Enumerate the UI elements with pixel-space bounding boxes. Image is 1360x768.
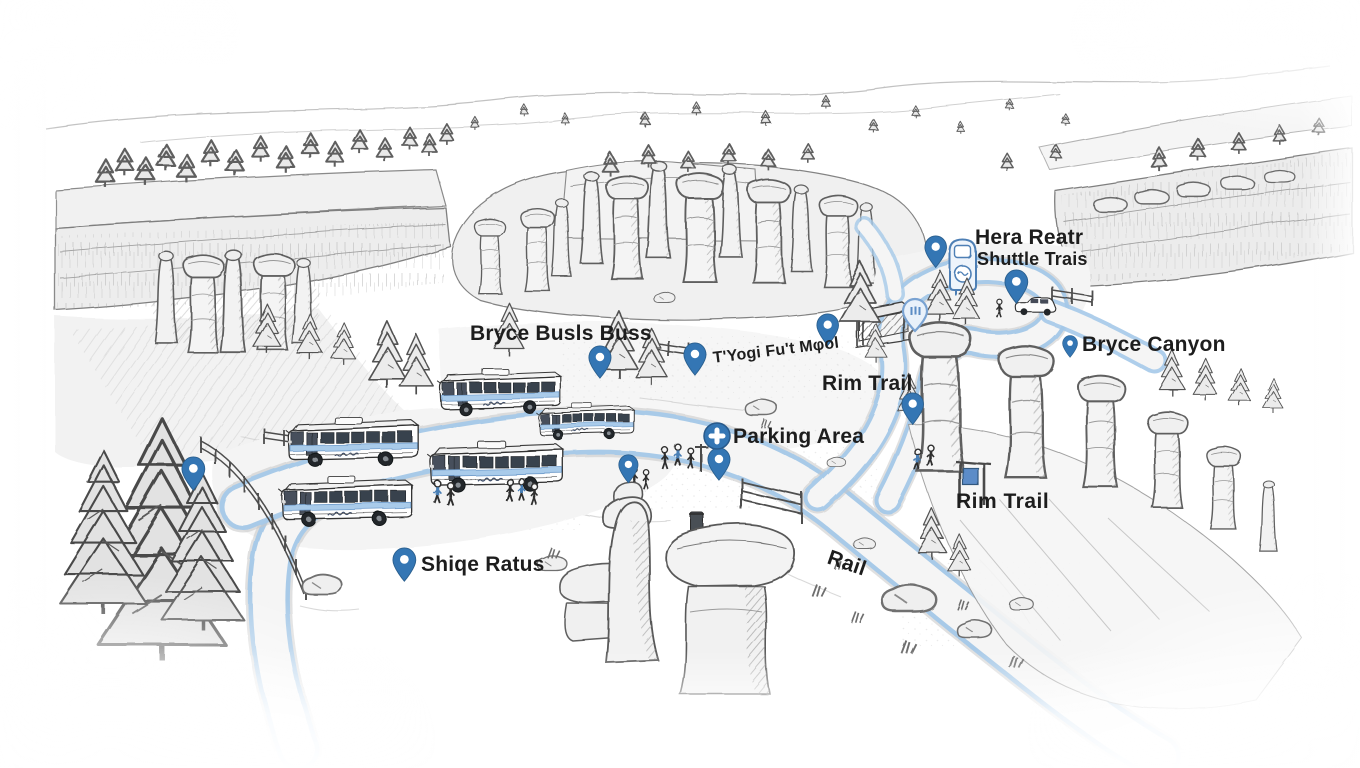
sign-flag — [962, 467, 979, 486]
small-trail-sign — [695, 444, 708, 472]
distant-hills — [44, 65, 1331, 143]
label-parking-area: Parking Area — [733, 425, 865, 448]
location-pin[interactable] — [392, 547, 417, 582]
label-hub-title: Hera Reatr — [975, 226, 1084, 249]
left-mesa-cliffs — [54, 169, 451, 311]
label-bryce-canyon: Bryce Canyon — [1082, 333, 1226, 356]
label-hub-subtitle: Shuttle Trais — [977, 249, 1088, 269]
center-canyon-hoodoos — [450, 94, 1070, 321]
label-bryce-buses: Bryce Busls Buss — [470, 322, 652, 345]
label-rim-trail-lower: Rim Trail — [956, 490, 1050, 513]
gate — [741, 478, 803, 524]
location-pin[interactable] — [1062, 335, 1078, 358]
label-rim-trail-upper: Rim Trail — [822, 372, 913, 395]
label-shuttle-status: Shiqe Ratus — [421, 553, 545, 576]
parking-plus-icon — [704, 423, 730, 449]
trail-sign — [954, 459, 992, 505]
